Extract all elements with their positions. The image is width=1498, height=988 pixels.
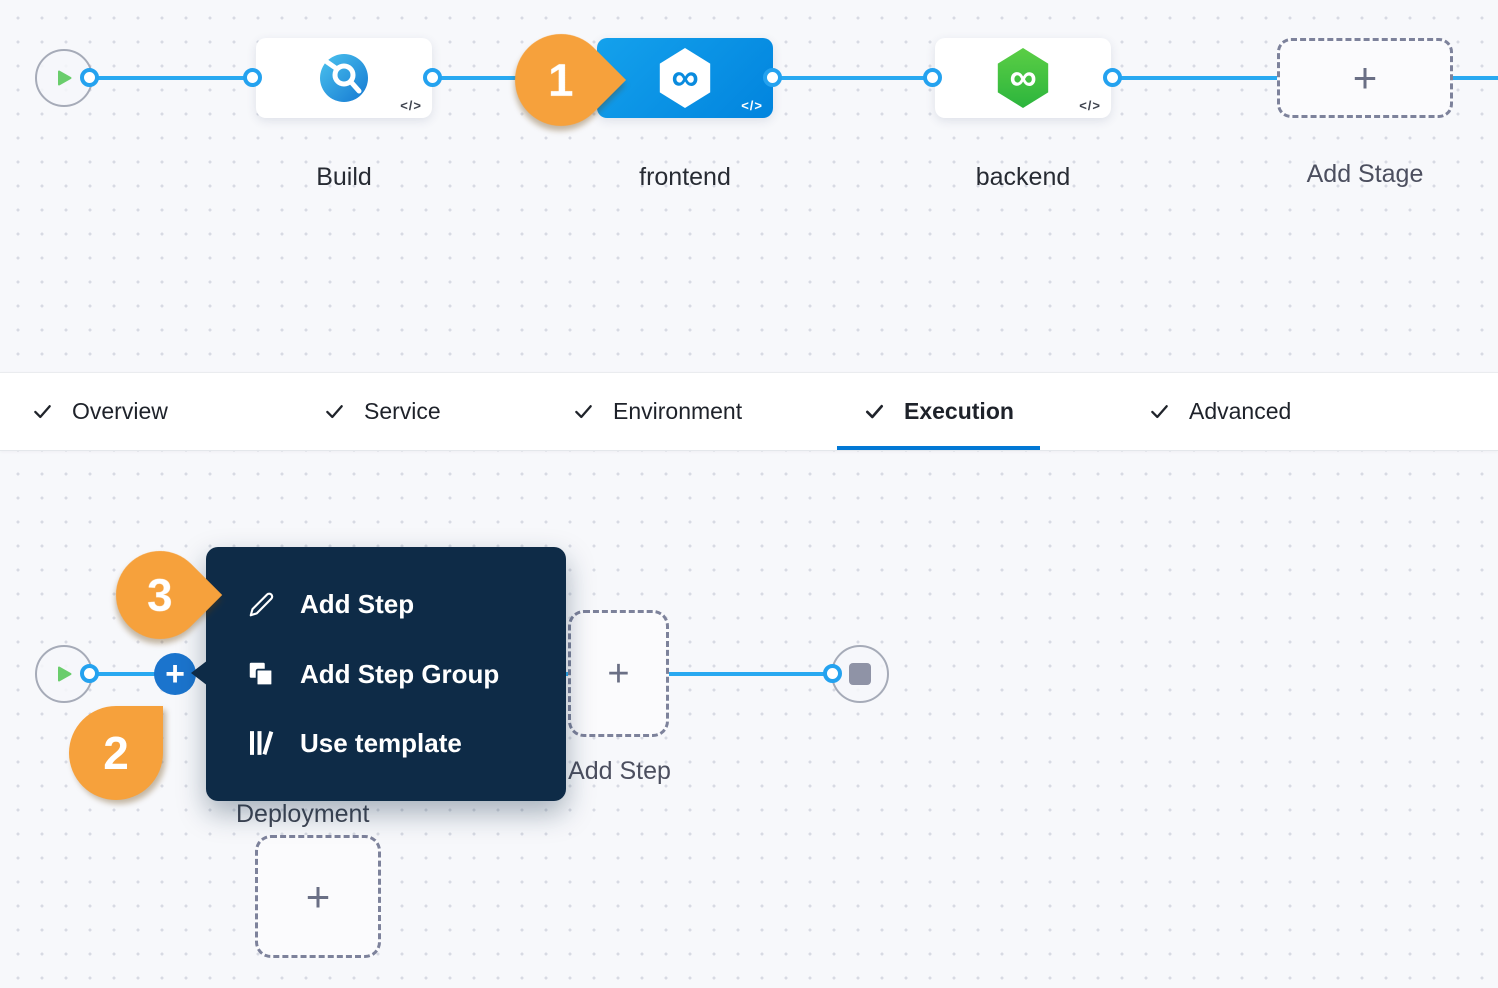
stage-card-backend[interactable]: ∞ </> — [935, 38, 1111, 118]
stage-label-backend: backend — [975, 163, 1071, 191]
menu-item-use-template[interactable]: Use template — [206, 722, 566, 765]
tab-overview[interactable]: Overview — [5, 373, 194, 450]
connector-port — [423, 68, 442, 87]
add-step-placeholder-label: Add Step — [568, 757, 671, 785]
deployment-group-label: Deployment — [236, 800, 370, 828]
plus-icon: + — [305, 872, 331, 920]
connector-port — [763, 68, 782, 87]
stage-card-frontend[interactable]: ∞ </> — [597, 38, 773, 118]
check-icon — [1151, 405, 1168, 419]
check-icon — [865, 404, 884, 419]
tab-execution[interactable]: Execution — [837, 373, 1040, 450]
ci-build-icon — [320, 54, 368, 102]
callout-badge-3: 3 — [97, 532, 223, 658]
yaml-code-icon: </> — [400, 98, 422, 113]
menu-item-add-step[interactable]: Add Step — [206, 583, 566, 626]
connector-port — [80, 664, 99, 683]
add-step-placeholder-button[interactable]: + — [568, 610, 669, 737]
tab-advanced[interactable]: Advanced — [1122, 373, 1317, 450]
play-icon — [58, 70, 72, 86]
add-step-context-menu: Add Step Add Step Group Use template — [191, 547, 566, 801]
add-stage-button[interactable]: + — [1277, 38, 1453, 118]
stop-icon — [849, 663, 871, 685]
play-icon — [58, 666, 72, 682]
add-node-plus-button[interactable]: + — [154, 653, 196, 695]
stage-label-build: Build — [316, 163, 372, 191]
check-icon — [326, 405, 343, 419]
add-stage-label: Add Stage — [1306, 160, 1424, 188]
stage-connector-line — [90, 76, 1498, 80]
deployment-add-step-button[interactable]: + — [255, 835, 381, 958]
plus-icon: + — [607, 652, 630, 695]
connector-port — [80, 68, 99, 87]
stage-label-frontend: frontend — [639, 163, 731, 191]
stage-card-build[interactable]: </> — [256, 38, 432, 118]
pipeline-start-node — [35, 49, 93, 107]
template-icon — [250, 731, 274, 756]
yaml-code-icon: </> — [741, 98, 763, 113]
tab-service[interactable]: Service — [297, 373, 467, 450]
yaml-code-icon: </> — [1079, 98, 1101, 113]
cd-infinity-icon: ∞ — [997, 48, 1049, 108]
connector-port — [923, 68, 942, 87]
cd-infinity-icon: ∞ — [659, 48, 711, 108]
pencil-icon — [249, 592, 274, 617]
copy-icon — [249, 662, 274, 687]
callout-badge-2: 2 — [69, 706, 163, 800]
connector-port — [1103, 68, 1122, 87]
plus-icon: + — [1352, 54, 1378, 101]
callout-badge-1: 1 — [495, 14, 627, 146]
menu-arrow — [191, 660, 208, 686]
tab-environment[interactable]: Environment — [546, 373, 768, 450]
connector-port — [823, 664, 842, 683]
check-icon — [34, 405, 51, 419]
menu-item-add-step-group[interactable]: Add Step Group — [206, 653, 566, 696]
connector-port — [243, 68, 262, 87]
check-icon — [575, 405, 592, 419]
stage-tabbar: Overview Service Environment Execution A… — [0, 372, 1498, 451]
